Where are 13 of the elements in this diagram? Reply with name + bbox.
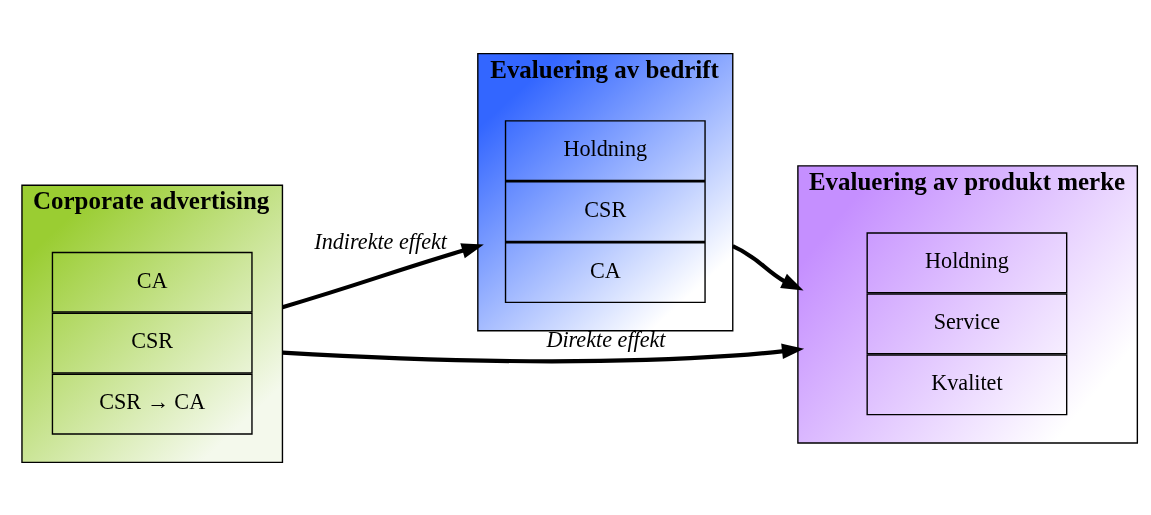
node-box: Holdning	[504, 119, 706, 181]
node-box: CA	[504, 241, 706, 303]
node-box: CSR	[51, 312, 253, 374]
arrow	[282, 343, 805, 363]
edge-label: Indirekte effekt	[314, 228, 447, 254]
node-box: CSR	[504, 180, 706, 242]
arrow	[281, 242, 484, 309]
node-box: Service	[866, 292, 1068, 354]
node-box: CSR → CA	[51, 373, 253, 435]
node-box: Kvalitet	[866, 353, 1068, 415]
node-box: CA	[51, 251, 253, 313]
arrow	[731, 243, 804, 291]
node-box: Holdning	[866, 231, 1068, 293]
